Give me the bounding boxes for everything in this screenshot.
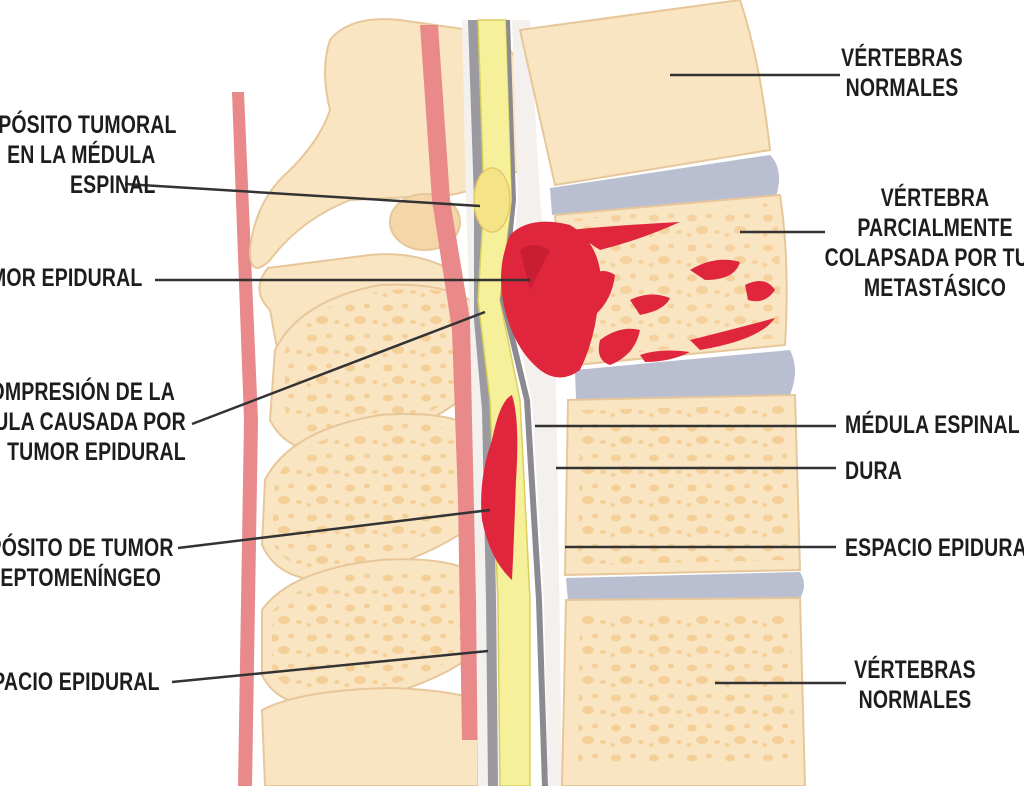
vertebral-bodies [518, 0, 807, 787]
leader-epidural-space-left [171, 649, 489, 684]
label-spinal-cord: MÉDULA ESPINAL [845, 411, 1020, 439]
label-normal-vertebrae-bottom: VÉRTEBRAS NORMALES [854, 656, 976, 714]
leader-tumor-deposit [124, 182, 481, 208]
intramedullary-tumor [473, 167, 511, 233]
leptomeningeal-tumor [481, 395, 518, 580]
label-partially-collapsed-vertebra: VÉRTEBRA PARCIALMENTE COLAPSADA POR TUM … [824, 184, 1024, 302]
epidural-tumor-mass [501, 221, 775, 378]
label-epidural-space-right: ESPACIO EPIDURAL [845, 534, 1024, 562]
label-tumor-deposit-spinal-cord: EPÓSITO TUMORAL EN LA MÉDULA ESPINAL [0, 111, 177, 199]
dura-outline [500, 20, 548, 786]
spinous-processes [258, 253, 482, 787]
label-epidural-space-left: SPACIO EPIDURAL [0, 668, 160, 696]
leader-lines [124, 73, 846, 685]
leader-compression [191, 310, 486, 426]
label-normal-vertebrae-top: VÉRTEBRAS NORMALES [841, 44, 963, 102]
posterior-ligament [232, 92, 258, 786]
label-epidural-tumor: MOR EPIDURAL [0, 264, 142, 292]
leader-leptomeningeal [177, 508, 491, 550]
anterior-epidural-strip [510, 20, 562, 786]
label-leptomeningeal-deposit: PÓSITO DE TUMOR LEPTOMENÍNGEO [0, 534, 175, 592]
label-dura: DURA [845, 457, 902, 485]
label-cord-compression: OMPRESIÓN DE LA DULA CAUSADA POR TUMOR E… [0, 378, 186, 466]
